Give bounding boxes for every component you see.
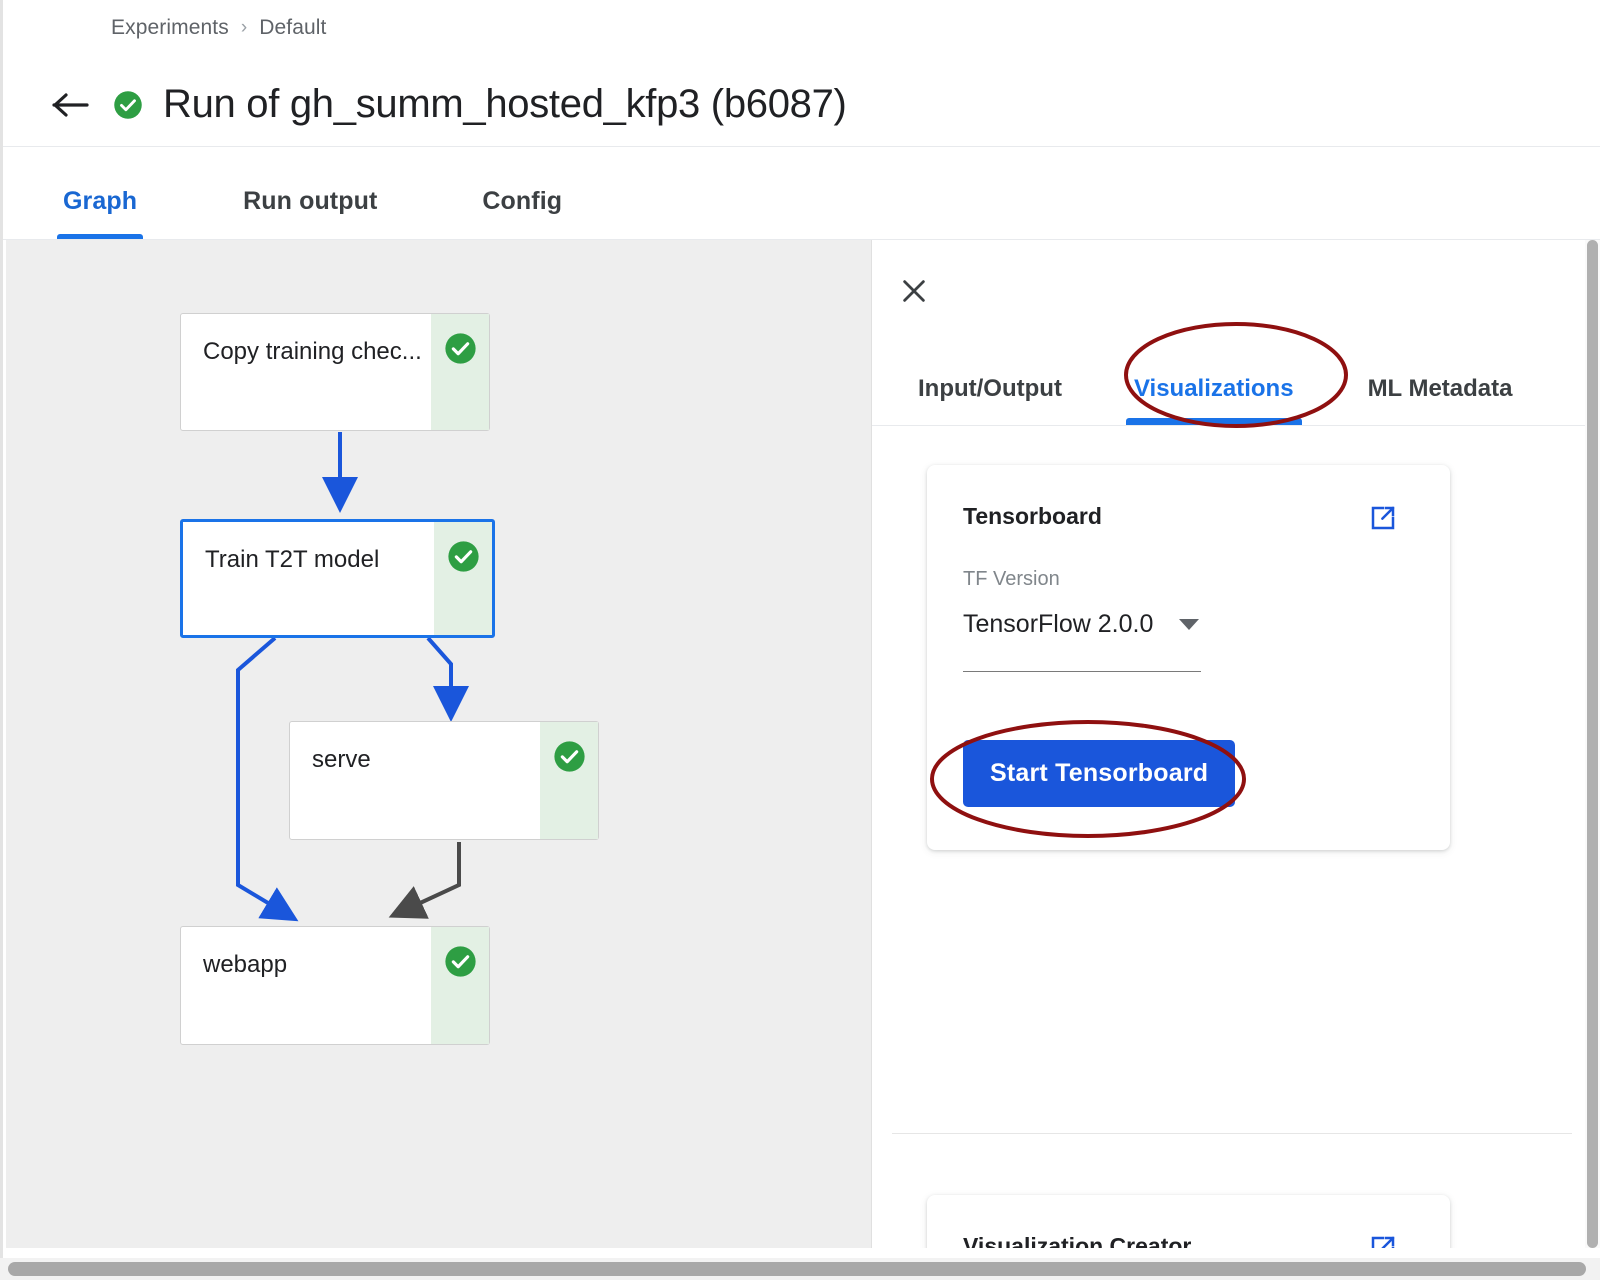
graph-node-label: Copy training chec... [203, 338, 422, 365]
breadcrumb-item-experiments[interactable]: Experiments [111, 16, 229, 39]
tf-version-select[interactable]: TensorFlow 2.0.0 [963, 610, 1201, 672]
open-in-new-icon[interactable] [1368, 503, 1398, 533]
tf-version-selected-value: TensorFlow 2.0.0 [963, 610, 1154, 638]
tab-config[interactable]: Config [482, 187, 563, 215]
vertical-scrollbar[interactable] [1585, 240, 1600, 1248]
tab-input-output[interactable]: Input/Output [918, 375, 1062, 402]
breadcrumb: Experiments › Default [111, 16, 327, 40]
graph-node-label: webapp [203, 951, 288, 978]
card-title: Visualization Creator [963, 1233, 1192, 1248]
close-icon[interactable] [890, 267, 938, 315]
breadcrumb-separator-icon: › [240, 17, 248, 38]
tab-run-output[interactable]: Run output [243, 187, 378, 215]
graph-node-label: serve [312, 746, 371, 773]
start-tensorboard-button[interactable]: Start Tensorboard [963, 740, 1236, 807]
graph-node-status-check-circle-icon [431, 314, 489, 430]
tf-version-label: TF Version [963, 568, 1060, 590]
page-titlebar: Run of gh_summ_hosted_kfp3 (b6087) [3, 62, 1600, 147]
tensorboard-card: Tensorboard TF Version TensorFlow 2.0.0 … [927, 465, 1450, 850]
graph-node-webapp[interactable]: webapp [180, 926, 490, 1045]
graph-node-status-check-circle-icon [434, 522, 492, 635]
graph-node-label: Train T2T model [205, 546, 380, 573]
chevron-down-icon [1179, 619, 1200, 630]
graph-node-status-check-circle-icon [540, 722, 598, 839]
pipeline-graph-canvas[interactable]: Copy training chec... Train T2T model se… [6, 240, 871, 1248]
vertical-scrollbar-thumb[interactable] [1587, 240, 1598, 1248]
back-arrow-icon[interactable] [51, 85, 91, 125]
graph-node-status-check-circle-icon [431, 927, 489, 1044]
horizontal-scrollbar-thumb[interactable] [8, 1262, 1586, 1276]
open-in-new-icon[interactable] [1368, 1233, 1398, 1248]
visualization-creator-card: Visualization Creator create visualizati… [927, 1195, 1450, 1248]
main-tabs-divider [3, 239, 1600, 240]
graph-node-train-t2t-model[interactable]: Train T2T model [180, 519, 495, 638]
card-title: Tensorboard [963, 503, 1102, 529]
breadcrumb-item-default[interactable]: Default [259, 16, 327, 39]
tab-visualizations[interactable]: Visualizations [1125, 375, 1302, 425]
header-divider [3, 146, 1600, 147]
graph-node-serve[interactable]: serve [289, 721, 599, 840]
section-divider [892, 1133, 1572, 1134]
side-panel-tab-bar: Input/Output Visualizations ML Metadata [872, 340, 1588, 426]
main-tab-bar: Graph Run output Config [3, 147, 1600, 240]
tab-ml-metadata[interactable]: ML Metadata [1367, 375, 1513, 402]
tab-graph[interactable]: Graph [56, 187, 144, 240]
page-title: Run of gh_summ_hosted_kfp3 (b6087) [163, 82, 847, 126]
run-status-check-circle-icon [113, 90, 143, 120]
horizontal-scrollbar[interactable] [0, 1258, 1600, 1280]
side-panel-body: Tensorboard TF Version TensorFlow 2.0.0 … [872, 426, 1589, 1248]
side-panel: Input/Output Visualizations ML Metadata … [871, 240, 1588, 1248]
graph-node-copy-training-checkpoint[interactable]: Copy training chec... [180, 313, 490, 431]
